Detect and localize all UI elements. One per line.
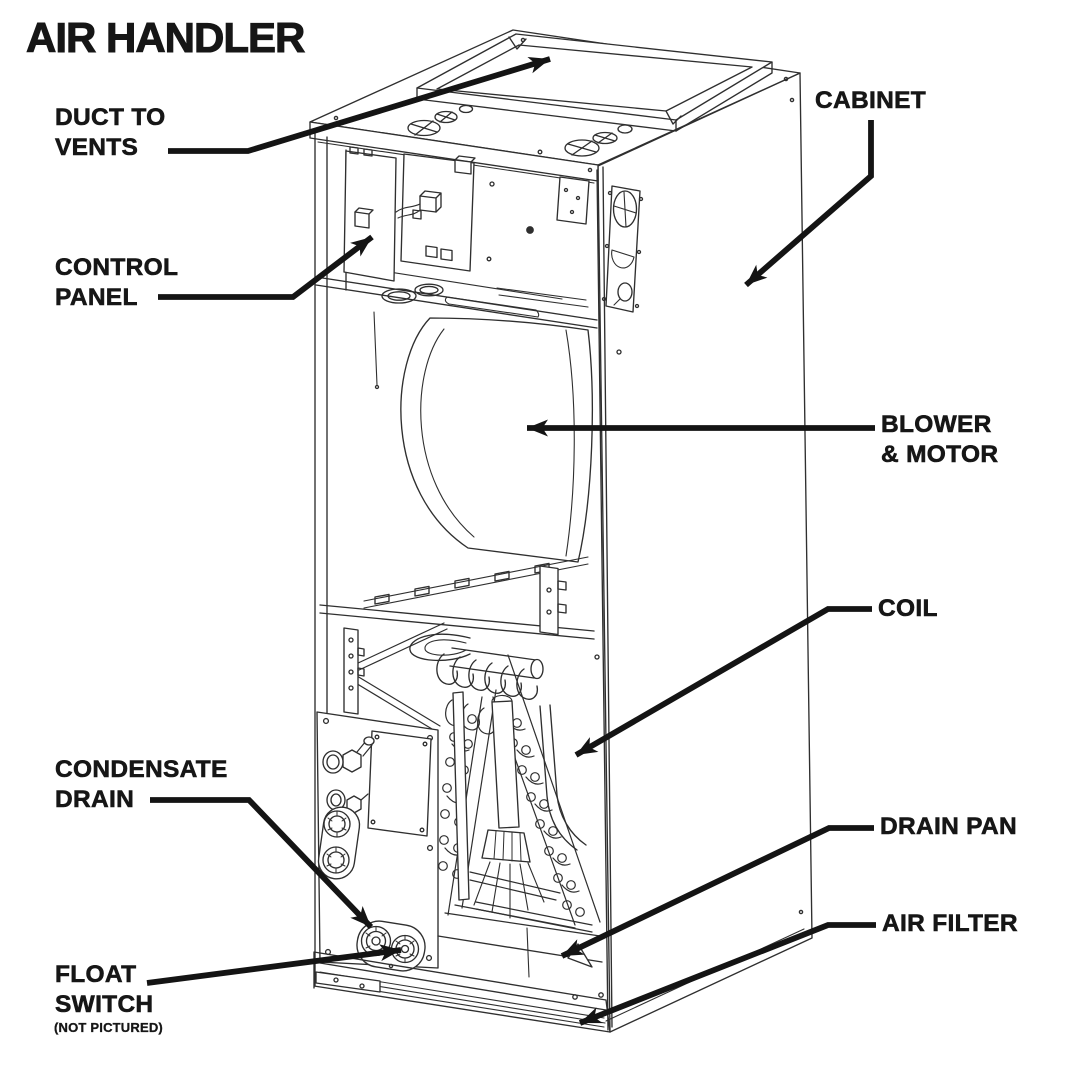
label-blower-motor: BLOWER & MOTOR — [881, 411, 999, 469]
label-cabinet: CABINET — [815, 87, 926, 115]
leader-cabinet — [744, 120, 874, 288]
mid-divider-drawing — [319, 556, 595, 640]
upper-shelf-drawing — [315, 276, 598, 390]
duct-collar — [416, 33, 773, 132]
leader-drain-pan — [560, 825, 874, 959]
label-control-panel: CONTROL PANEL — [55, 254, 179, 312]
corner-post — [596, 166, 613, 1031]
leader-float-switch — [146, 944, 402, 986]
port-escutcheon-drawing — [317, 806, 361, 880]
leader-control-panel — [158, 234, 374, 300]
top-knockouts — [333, 37, 789, 173]
page-title: AIR HANDLER — [25, 14, 305, 61]
access-panel-drawing — [316, 711, 439, 972]
blower-drawing — [400, 317, 593, 563]
drain-pan-drawing — [437, 927, 603, 978]
side-knockout-plate — [601, 185, 644, 313]
coil-right-tube-ends — [499, 711, 585, 917]
base-and-filter-drawing — [313, 951, 611, 1033]
label-air-filter: AIR FILTER — [882, 910, 1018, 938]
label-coil: COIL — [878, 595, 938, 623]
service-valve-drawing — [322, 736, 375, 774]
control-panel-drawing — [343, 146, 590, 300]
leader-coil — [574, 606, 872, 758]
leader-lines — [146, 56, 876, 1026]
coil-drawing — [343, 622, 601, 937]
label-condensate-drain: CONDENSATE DRAIN — [55, 756, 228, 814]
lower-fitting-drawing — [326, 789, 369, 814]
leader-duct-to-vents — [168, 56, 551, 154]
label-float-switch-note: (NOT PICTURED) — [54, 1020, 163, 1035]
label-float-switch: FLOAT SWITCH — [55, 961, 154, 1019]
refrigerant-pipes-drawing — [452, 691, 593, 933]
label-drain-pan: DRAIN PAN — [880, 813, 1017, 841]
leader-condensate-drain — [150, 797, 374, 930]
label-duct-to-vents: DUCT TO VENTS — [55, 104, 166, 162]
leader-air-filter — [578, 922, 876, 1026]
